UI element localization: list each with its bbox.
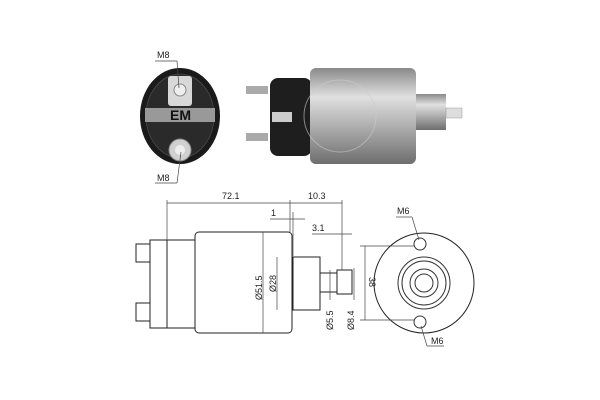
m8-label-bottom: M8 bbox=[157, 173, 170, 183]
dim-overall-length: 72.1 bbox=[222, 191, 240, 201]
dim-tip-offset: 3.1 bbox=[312, 223, 325, 233]
photo-end-view: EM M8 M8 bbox=[140, 50, 220, 184]
logo: EM bbox=[170, 107, 191, 123]
drawing-side-view: 72.1 10.3 1 3.1 Ø51.5 Ø28 Ø5.5 Ø8.4 bbox=[135, 191, 356, 334]
dim-plunger-extension: 10.3 bbox=[308, 191, 326, 201]
m6-label-bottom: M6 bbox=[431, 336, 444, 346]
drawing-end-view: 38 M6 M6 bbox=[360, 206, 475, 347]
m8-label-top: M8 bbox=[157, 50, 170, 60]
dim-body-diameter: Ø51.5 bbox=[254, 275, 264, 300]
photo-side-view bbox=[246, 68, 463, 164]
dim-plunger-diameter: Ø28 bbox=[268, 275, 278, 292]
dim-flange-offset: 1 bbox=[271, 208, 276, 218]
m6-label-top: M6 bbox=[397, 206, 410, 216]
dim-tip-diameter: Ø8.4 bbox=[346, 310, 356, 330]
dim-hole-spacing: 38 bbox=[367, 277, 377, 287]
dim-rod-diameter: Ø5.5 bbox=[325, 310, 335, 330]
